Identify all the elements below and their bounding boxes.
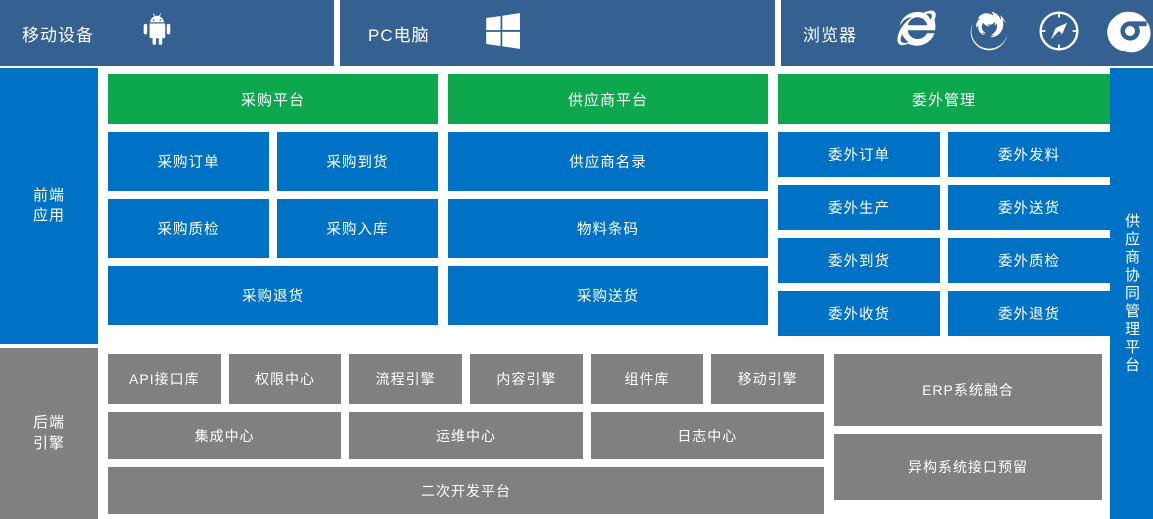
device-bar: 移动设备 PC电脑: [0, 0, 1153, 66]
tile-supplier-directory[interactable]: 供应商名录: [448, 132, 768, 191]
frontend-columns: 采购平台 采购订单 采购到货 采购质检 采购入库 采购退货 供应商平台 供应商名…: [98, 68, 1153, 344]
frontend-application-band: 前端 应用 采购平台 采购订单 采购到货 采购质检 采购入库 采购退货 供: [0, 68, 1153, 344]
tile-outsourcing-order[interactable]: 委外订单: [778, 132, 940, 177]
tile-content-engine[interactable]: 内容引擎: [470, 354, 583, 404]
header-procurement-platform[interactable]: 采购平台: [108, 74, 438, 124]
tile-heterogeneous-interface-reserve[interactable]: 异构系统接口预留: [834, 434, 1102, 500]
pc-icon-group: [482, 10, 524, 57]
tile-purchase-return[interactable]: 采购退货: [108, 266, 438, 325]
header-supplier-platform[interactable]: 供应商平台: [448, 74, 768, 124]
device-label-mobile: 移动设备: [22, 25, 94, 45]
firefox-icon: [967, 9, 1011, 58]
header-outsourcing-management[interactable]: 委外管理: [778, 74, 1110, 124]
tile-purchase-inspection[interactable]: 采购质检: [108, 199, 269, 258]
column-outsourcing-management: 委外管理 委外订单 委外发料 委外生产 委外送货 委外到货 委外质检 委外收货 …: [778, 74, 1110, 344]
tile-permission-center[interactable]: 权限中心: [228, 354, 342, 404]
tile-operations-center[interactable]: 运维中心: [349, 412, 583, 459]
frontend-side-label: 前端 应用: [0, 68, 98, 344]
backend-engine-band: 后端 引擎 API接口库 权限中心 流程引擎 内容引擎 组件库 移动引擎 集成中…: [0, 348, 1153, 519]
tile-outsourcing-material-issue[interactable]: 委外发料: [948, 132, 1110, 177]
frontend-side-label-line2: 应用: [32, 207, 65, 224]
tile-process-engine[interactable]: 流程引擎: [349, 354, 463, 404]
tile-mobile-engine[interactable]: 移动引擎: [711, 354, 825, 404]
tile-secondary-development-platform[interactable]: 二次开发平台: [108, 467, 824, 514]
tile-api-library[interactable]: API接口库: [108, 354, 221, 404]
safari-icon: [1037, 9, 1081, 58]
tile-outsourcing-delivery[interactable]: 委外送货: [948, 185, 1110, 230]
tile-outsourcing-return[interactable]: 委外退货: [948, 291, 1110, 336]
column-supplier-platform: 供应商平台 供应商名录 物料条码 采购送货: [448, 74, 768, 344]
outsourcing-row-4: 委外收货 委外退货: [778, 291, 1110, 336]
tile-purchase-order[interactable]: 采购订单: [108, 132, 269, 191]
tile-purchase-arrival[interactable]: 采购到货: [277, 132, 438, 191]
tile-material-barcode[interactable]: 物料条码: [448, 199, 768, 258]
outsourcing-row-3: 委外到货 委外质检: [778, 238, 1110, 283]
device-label-pc: PC电脑: [368, 25, 430, 45]
backend-left-grid: API接口库 权限中心 流程引擎 内容引擎 组件库 移动引擎 集成中心 运维中心…: [108, 354, 825, 519]
tile-outsourcing-inspection[interactable]: 委外质检: [948, 238, 1110, 283]
internet-explorer-icon: [895, 8, 941, 59]
column-procurement-platform: 采购平台 采购订单 采购到货 采购质检 采购入库 采购退货: [108, 74, 438, 344]
device-cell-pc: PC电脑: [340, 0, 775, 66]
device-cell-browser: 浏览器: [781, 0, 1153, 66]
android-icon: [138, 12, 176, 55]
chrome-icon: [1107, 8, 1153, 59]
tile-purchase-warehousing[interactable]: 采购入库: [277, 199, 438, 258]
frontend-side-label-line1: 前端: [32, 186, 65, 204]
outsourcing-row-1: 委外订单 委外发料: [778, 132, 1110, 177]
backend-side-label-line2: 引擎: [32, 434, 65, 452]
outsourcing-row-2: 委外生产 委外送货: [778, 185, 1110, 230]
browser-icon-group: [895, 8, 1153, 59]
backend-side-label-line1: 后端: [32, 414, 65, 432]
backend-row-engines: API接口库 权限中心 流程引擎 内容引擎 组件库 移动引擎: [108, 354, 825, 404]
right-rail-title-text: 供应商协同管理平台: [1123, 212, 1140, 375]
backend-row-centers: 集成中心 运维中心 日志中心: [108, 412, 824, 459]
device-label-browser: 浏览器: [803, 25, 857, 45]
tile-log-center[interactable]: 日志中心: [590, 412, 824, 459]
backend-main: API接口库 权限中心 流程引擎 内容引擎 组件库 移动引擎 集成中心 运维中心…: [98, 348, 1153, 519]
tile-outsourcing-production[interactable]: 委外生产: [778, 185, 940, 230]
device-cell-mobile: 移动设备: [0, 0, 335, 66]
backend-right-column: ERP系统融合 异构系统接口预留: [834, 354, 1102, 519]
right-rail-platform-title: 供应商协同管理平台: [1110, 68, 1153, 519]
tile-erp-integration[interactable]: ERP系统融合: [834, 354, 1102, 426]
procurement-row-1: 采购订单 采购到货: [108, 132, 438, 191]
mobile-icon-group: [138, 12, 176, 55]
backend-side-label: 后端 引擎: [0, 348, 98, 519]
procurement-row-2: 采购质检 采购入库: [108, 199, 438, 258]
windows-icon: [482, 10, 524, 57]
tile-purchase-delivery[interactable]: 采购送货: [448, 266, 768, 325]
tile-integration-center[interactable]: 集成中心: [108, 412, 342, 459]
tile-outsourcing-receipt[interactable]: 委外收货: [778, 291, 940, 336]
tile-component-library[interactable]: 组件库: [590, 354, 704, 404]
tile-outsourcing-arrival[interactable]: 委外到货: [778, 238, 940, 283]
